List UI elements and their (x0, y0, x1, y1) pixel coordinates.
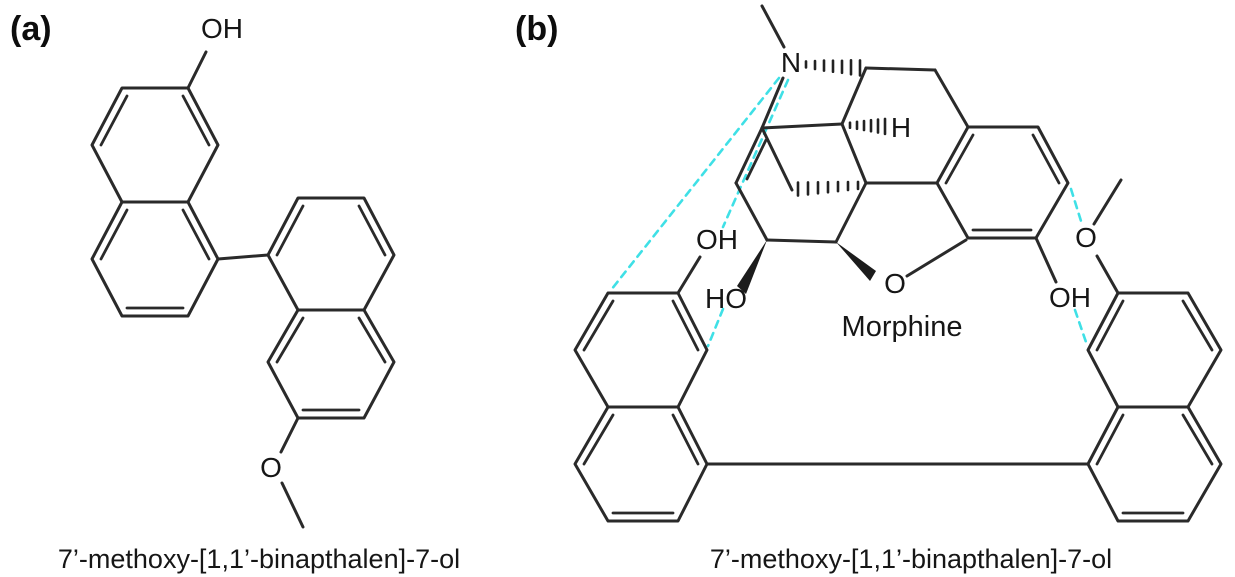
morphine-structure (734, 4, 1070, 294)
allylic-oh-to-ring-dash (706, 307, 725, 348)
naphthol-hydroxyl-label: OH (696, 224, 738, 255)
panel-a-label: (a) (10, 10, 52, 48)
panel-b: (b) (515, 4, 1223, 574)
methoxy-bond-b (1095, 254, 1120, 295)
phenol-hydroxyl-label: OH (1049, 282, 1091, 313)
phenol-oh-to-ring-dash (1073, 308, 1089, 347)
host-methoxynaphthalene-unit (1086, 178, 1223, 523)
amine-nitrogen-label: N (781, 47, 801, 78)
c15-c13-hashed-bond (796, 180, 860, 197)
methoxy-methyl-bond-b (1092, 178, 1123, 226)
bridgehead-hydrogen-label: H (891, 112, 911, 143)
interaction-dashes (609, 76, 1089, 348)
panel-b-label: (b) (515, 10, 558, 48)
panel-a: (a) OH (10, 10, 460, 574)
methoxy-bond (279, 416, 300, 454)
hydroxyl-label: OH (201, 13, 243, 44)
c6-oh-bold-wedge (737, 240, 767, 294)
n-to-ring-dash (609, 76, 781, 292)
methoxy-oxygen-label: O (260, 452, 282, 483)
n-methyl-bond (760, 4, 786, 49)
panel-b-caption: 7’-methoxy-[1,1’-binapthalen]-7-ol (710, 544, 1112, 574)
furan-oxygen-label: O (884, 268, 906, 299)
biaryl-bond (216, 253, 270, 261)
naphthol-oh-bond (676, 255, 702, 295)
host-naphthol-unit (573, 255, 709, 523)
phenol-oh-bond (1034, 236, 1058, 284)
c14-h-hashed-wedge (848, 117, 887, 136)
allylic-hydroxyl-label: HO (705, 283, 747, 314)
ch-to-methoxy-o-dash (1069, 187, 1083, 223)
n-c9-hashed-wedge (804, 58, 862, 77)
c5-o-bold-wedge (836, 242, 876, 281)
methoxy-methyl-bond (280, 481, 305, 529)
hydroxyl-bond (186, 50, 208, 90)
morphine-label: Morphine (842, 311, 963, 343)
n-to-naphthol-oh-dash (721, 78, 790, 229)
binaphthalenol-structure (90, 50, 396, 529)
panel-a-caption: 7’-methoxy-[1,1’-binapthalen]-7-ol (58, 544, 460, 574)
methoxy-oxygen-label-b: O (1075, 222, 1097, 253)
